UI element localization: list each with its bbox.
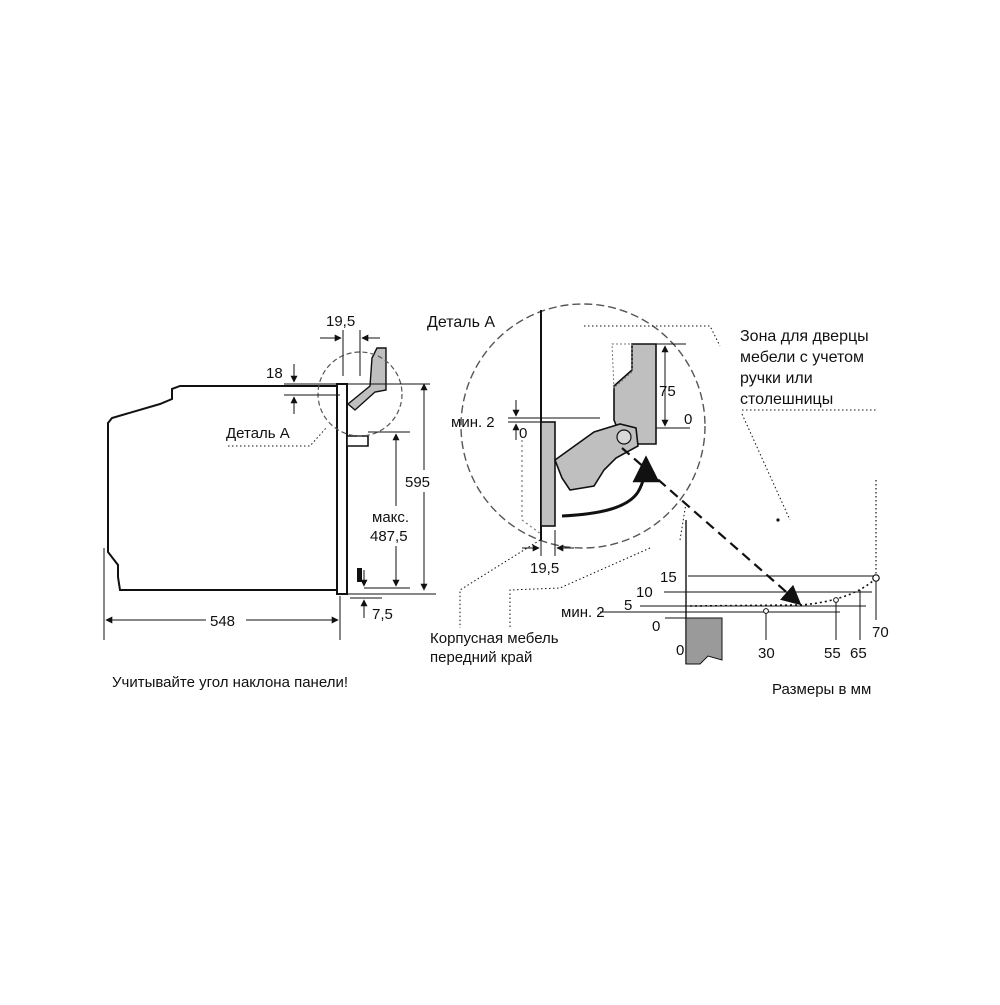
oven-control-stub — [357, 568, 362, 582]
scale-x-label-30: 30 — [758, 645, 775, 662]
scale-y-label-5: 5 — [624, 597, 632, 614]
detail-a-view: Деталь А 75 0 мин. 2 0 19, — [427, 303, 721, 666]
scale-x-label-65: 65 — [850, 645, 867, 662]
detail-bottom-width: 19,5 — [530, 560, 559, 577]
scale-x-label-70: 70 — [872, 624, 889, 641]
detail-a-circle-small — [317, 351, 403, 437]
oven-handle — [346, 435, 369, 447]
detail-dim-75: 75 — [659, 383, 676, 400]
detail-swing-arrow — [561, 455, 660, 518]
zone-note-line3: ручки или — [740, 370, 813, 387]
oven-side-view: 19,5 18 Деталь А 595 макс. 487,5 7,5 548 — [103, 313, 440, 640]
detail-a-ref-label: Деталь А — [226, 425, 290, 442]
zone-dashed-arrow — [621, 447, 802, 606]
zone-note-line2: мебели с учетом — [740, 349, 864, 366]
zone-note-line4: столешницы — [740, 391, 833, 408]
furniture-note-line2: передний край — [430, 649, 532, 666]
dim-max-label: макс. — [372, 509, 409, 526]
door-zone-view: Зона для дверцы мебели с учетом ручки ил… — [561, 328, 889, 665]
scale-min-label: мин. 2 — [561, 604, 605, 621]
scale-y-label-10: 10 — [636, 584, 653, 601]
scale-y-label-0: 0 — [652, 618, 660, 635]
scale-y-label-15: 15 — [660, 569, 677, 586]
scale-x-label-0: 0 — [676, 642, 684, 659]
detail-dim-0-left: 0 — [519, 425, 527, 442]
dim-depth: 548 — [210, 613, 235, 630]
zone-note-line1: Зона для дверцы — [740, 328, 869, 345]
furniture-bracket-small — [346, 347, 387, 411]
scale-x-label-55: 55 — [824, 645, 841, 662]
furniture-edge-block — [685, 617, 723, 665]
detail-a-title: Деталь А — [427, 314, 495, 331]
detail-min-label: мин. 2 — [451, 414, 495, 431]
footer-units: Размеры в мм — [772, 681, 871, 698]
detail-a-circle-large — [460, 303, 706, 549]
furniture-note-line1: Корпусная мебель — [430, 630, 559, 647]
dim-top-width: 19,5 — [326, 313, 355, 330]
detail-dim-0-right: 0 — [684, 411, 692, 428]
oven-body-outline — [107, 385, 341, 591]
detail-handle-arm — [554, 423, 639, 491]
dim-top-offset: 18 — [266, 365, 283, 382]
oven-front-panel — [336, 383, 348, 595]
footer-warning: Учитывайте угол наклона панели! — [112, 674, 348, 691]
dim-total-height: 595 — [405, 474, 430, 491]
detail-front-panel — [540, 421, 556, 527]
dim-max-value: 487,5 — [370, 528, 408, 545]
dim-bottom-offset: 7,5 — [372, 606, 393, 623]
